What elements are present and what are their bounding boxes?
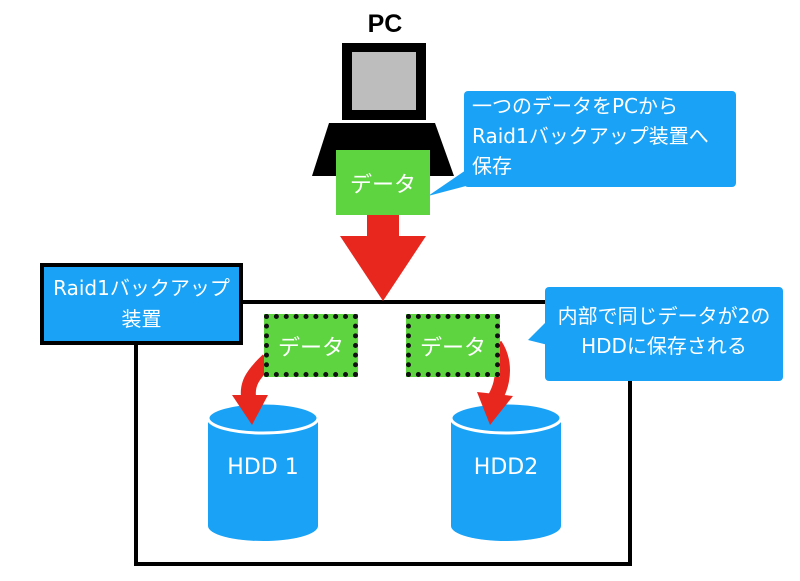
pc-callout-line: 保存: [472, 154, 512, 178]
internal-data-block-2: データ: [406, 314, 500, 377]
internal-callout: 内部で同じデータが2の HDDに保存される: [545, 287, 783, 381]
hdd1-label: HDD 1: [227, 455, 299, 480]
pc-data-label: データ: [349, 172, 416, 198]
pc-label: PC: [367, 10, 403, 38]
down-arrow: [340, 214, 426, 301]
hdd2-cylinder: [449, 401, 563, 541]
pc-callout-line: Raid1バックアップ装置へ: [472, 124, 709, 148]
raid-device-label-line: Raid1バックアップ: [53, 276, 230, 300]
pc-callout-tail: [428, 170, 466, 196]
hdd2-label: HDD2: [473, 455, 539, 480]
pc-data-block: データ: [336, 150, 430, 215]
internal-data-label: データ: [419, 335, 486, 361]
internal-callout-tail: [528, 320, 548, 345]
raid-device-label-line: 装置: [121, 307, 162, 331]
raid-device-label: Raid1バックアップ 装置: [40, 263, 243, 345]
internal-data-block-1: データ: [264, 314, 358, 377]
pc-callout: 一つのデータをPCから Raid1バックアップ装置へ 保存: [464, 91, 736, 187]
hdd1-cylinder: [206, 401, 320, 541]
raid-device-frame: [134, 300, 632, 566]
pc-callout-line: 一つのデータをPCから: [472, 94, 679, 118]
pc-screen: [352, 52, 416, 110]
internal-callout-line: 内部で同じデータが2の: [557, 304, 771, 328]
internal-data-label: データ: [277, 335, 344, 361]
internal-callout-line: HDDに保存される: [581, 334, 747, 358]
